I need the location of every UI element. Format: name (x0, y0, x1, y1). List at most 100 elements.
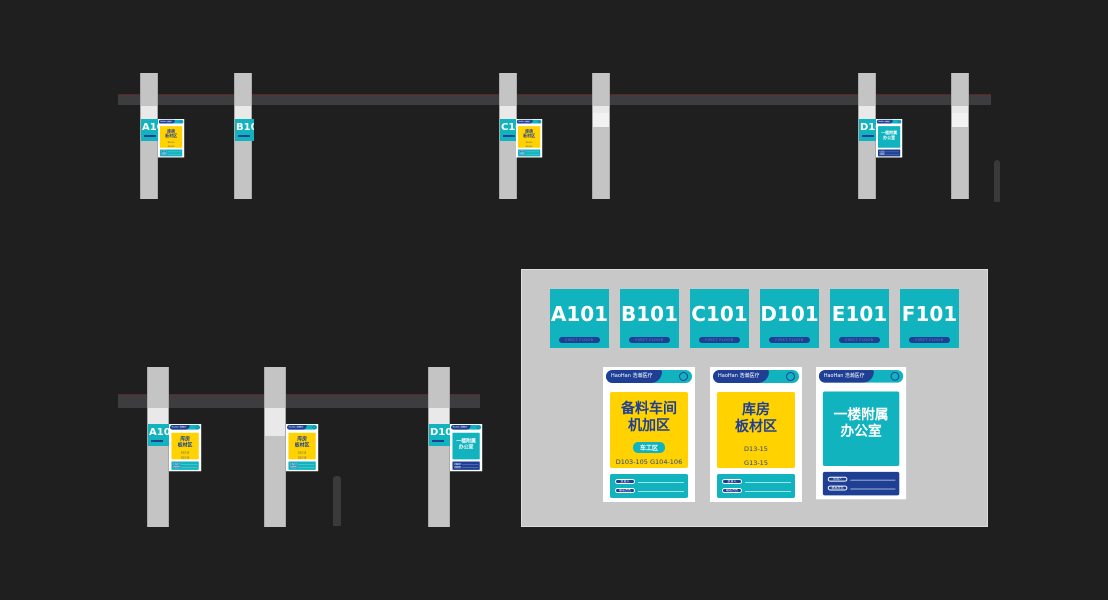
room-code: A101 (550, 302, 609, 326)
sign-title-line1: 库房 (297, 436, 307, 442)
sign-codes-2: G13-15 (180, 456, 190, 459)
room-code: B101 (621, 302, 678, 326)
sign-title-line1: 备料车间 (621, 401, 677, 417)
sign-codes: D13-15 (180, 451, 190, 455)
pillar: D101 (858, 73, 878, 199)
brand-logo: HaoHan 浩瀚医疗 (516, 119, 533, 124)
person-silhouette (994, 160, 1000, 202)
pillar-band (952, 113, 968, 127)
sign-codes: D13-15 (297, 451, 307, 455)
footer-label: 联系方式 (454, 466, 462, 469)
footer-label: 联系方式 (879, 153, 886, 155)
sign-title-line2: 板材区 (165, 133, 178, 139)
sign-title-line2: 办公室 (458, 444, 474, 450)
footer-line (638, 491, 684, 492)
sign-codes-2: G13-15 (167, 145, 175, 148)
floor-label: FIRST FLOOR (839, 337, 880, 343)
sign-header: HaoHan 浩瀚医疗 (876, 119, 902, 124)
pillar (592, 73, 610, 199)
room-code: E101 (831, 302, 888, 326)
pillar-room-code: D101 (859, 119, 878, 141)
sign-main-panel: 一楼附属办公室 (822, 391, 900, 466)
room-code: D101 (760, 302, 819, 326)
footer-label: 联系方式 (173, 466, 181, 469)
sign-main-panel: 一楼附属办公室 (877, 126, 901, 148)
sign-title-line1: 一楼附属 (881, 130, 898, 136)
sign-footer: 负责人联系方式 (877, 149, 901, 157)
top-beam (118, 94, 991, 105)
pillar-band (859, 106, 875, 120)
pillar-band (500, 106, 516, 120)
brand-logo: HaoHan 浩瀚医疗 (818, 369, 874, 383)
circle-logo-icon (897, 120, 901, 123)
floor-label: FIRST FLOOR (559, 337, 600, 343)
pillar-band (141, 106, 157, 120)
brand-logo: HaoHan 浩瀚医疗 (713, 370, 769, 383)
sign-title-line1: 一楼附属 (456, 438, 476, 444)
sign-title-line2: 板材区 (294, 442, 310, 448)
circle-logo-icon (179, 120, 183, 123)
footer-label: 负责人 (519, 150, 526, 153)
footer-line (638, 482, 684, 483)
footer-label: 负责人 (161, 150, 168, 153)
sign-header: HaoHan 浩瀚医疗 (713, 370, 799, 383)
sign-footer: 负责人联系方式 (610, 474, 688, 498)
sign-codes: D13-15 (167, 141, 175, 144)
sign-footer: 负责人联系方式 (517, 149, 541, 157)
sign-header: HaoHan 浩瀚医疗 (516, 119, 542, 124)
sign-title-line1: 库房 (525, 128, 534, 134)
footer-label: 联系方式 (161, 153, 168, 155)
footer-label: 联系方式 (290, 466, 298, 469)
room-code: C101 (691, 302, 748, 326)
circle-logo-icon (476, 425, 480, 429)
sign-title-line2: 板材区 (177, 442, 193, 448)
footer-line (745, 482, 791, 483)
floor-label: FIRST FLOOR (699, 337, 740, 343)
sign-tag: 车工区 (632, 442, 665, 453)
footer-label: 联系方式 (519, 153, 526, 155)
brand-logo: HaoHan 浩瀚医疗 (170, 425, 190, 430)
sign-header: HaoHan 浩瀚医疗 (818, 369, 904, 383)
sign-footer: 负责人联系方式 (171, 461, 199, 470)
sign-footer: 负责人联系方式 (159, 149, 183, 157)
sign-codes: D103-105 G104-106 (615, 458, 683, 466)
sign-card: HaoHan 浩瀚医疗一楼附属办公室负责人联系方式 (816, 367, 907, 500)
footer-label: 负责人 (879, 150, 886, 153)
footer-line (850, 479, 896, 481)
footer-line (745, 491, 791, 492)
footer-label: 联系方式 (827, 485, 848, 491)
pillar-room-code: D101 (429, 424, 451, 446)
sign-header: HaoHan 浩瀚医疗 (287, 425, 318, 430)
pillar-room-code: C101 (500, 119, 519, 141)
pillar-room-code: A101 (141, 119, 160, 141)
sign-header: HaoHan 浩瀚医疗 (606, 370, 692, 383)
brand-logo: HaoHan 浩瀚医疗 (876, 119, 893, 124)
pillar: C101 (499, 73, 519, 199)
circle-logo-icon (195, 425, 199, 429)
sign-title-line1: 库房 (180, 436, 190, 442)
sign-codes: D13-15 (744, 445, 768, 453)
circle-logo-icon (537, 120, 541, 123)
sign-footer: 负责人联系方式 (452, 461, 480, 470)
sign-codes-2: G13-15 (525, 145, 533, 148)
sign-main-panel: 一楼附属办公室 (452, 432, 480, 460)
circle-logo-icon (312, 425, 316, 429)
person-silhouette (333, 476, 341, 526)
sign-footer: 负责人联系方式 (288, 461, 316, 470)
brand-logo: HaoHan 浩瀚医疗 (451, 425, 471, 430)
pillar-room-code: A101 (148, 424, 170, 446)
sign-title-line2: 板材区 (523, 133, 536, 139)
sign-title-line2: 板材区 (735, 419, 777, 435)
pillar-room-code: B101 (235, 119, 254, 141)
footer-label: 负责人 (827, 476, 848, 482)
footer-label: 联系方式 (722, 488, 742, 493)
